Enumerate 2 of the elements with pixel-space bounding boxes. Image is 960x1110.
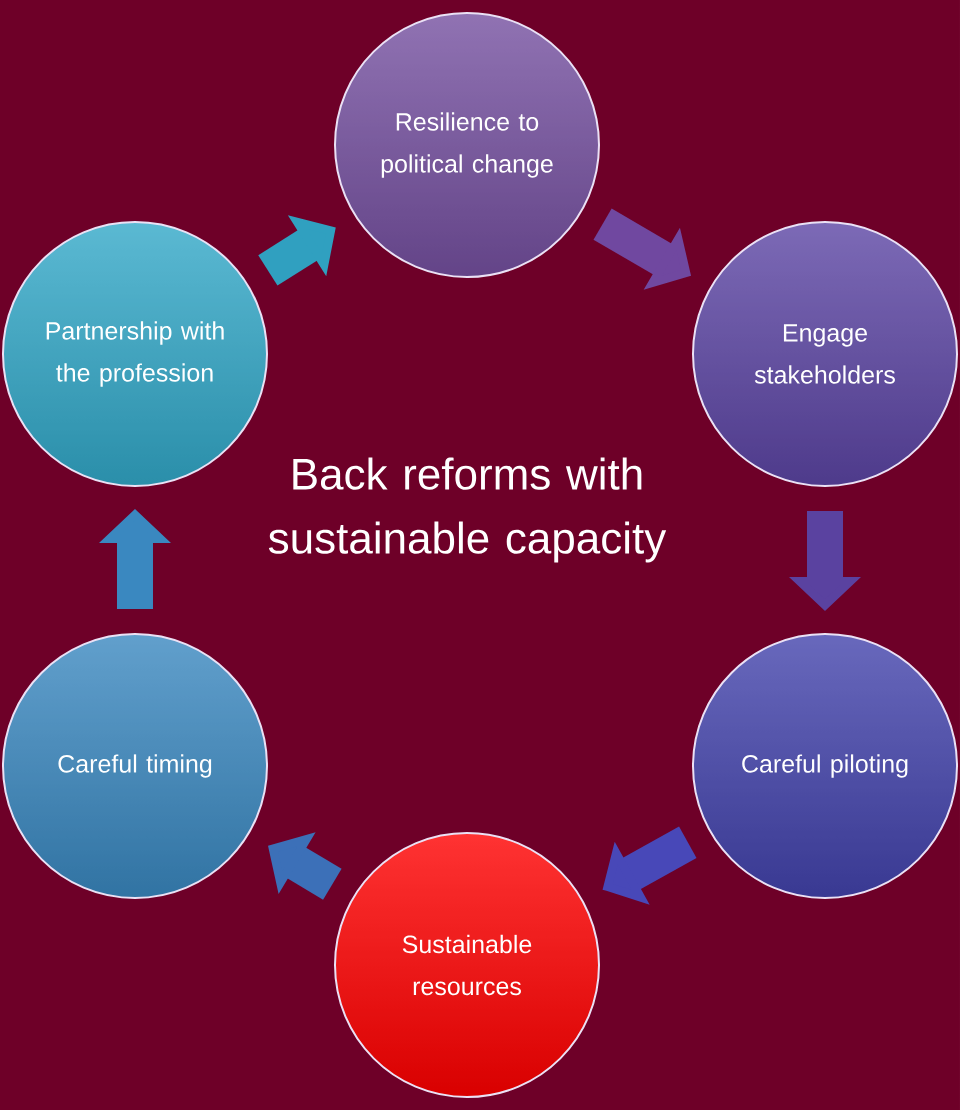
title: Back reforms with sustainable capacity — [268, 457, 667, 563]
block-arrow — [258, 215, 336, 286]
